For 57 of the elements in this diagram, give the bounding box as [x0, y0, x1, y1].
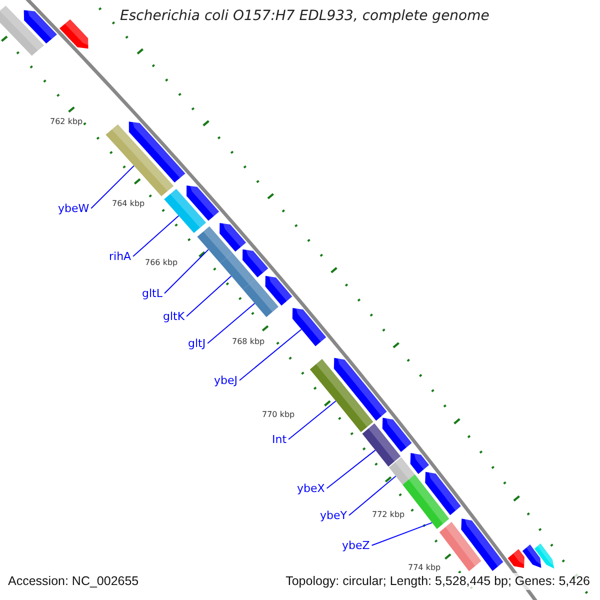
leader-line [326, 450, 376, 489]
gene-label: gltL [142, 288, 162, 300]
leader-line [186, 276, 232, 317]
leader-line [132, 215, 180, 257]
gene-block [362, 423, 401, 467]
leader-line [288, 400, 336, 440]
info-text: Accession: NC_002655 [6, 573, 141, 590]
scale-label: 768 kbp [232, 337, 265, 346]
leader-line [239, 328, 302, 381]
scale-label: 774 kbp [408, 563, 441, 572]
leader-line [348, 476, 396, 516]
gene-label: gltK [163, 311, 185, 323]
gene-block [382, 415, 412, 452]
gene-block [439, 522, 482, 572]
gene-block [522, 544, 544, 568]
gene-block [197, 226, 232, 264]
gene-block [243, 279, 279, 318]
gene-block [310, 358, 374, 432]
gene-label: ybeZ [342, 540, 370, 552]
info-text: Topology: circular; Length: 5,528,445 bp; Genes: 5,426 [284, 573, 592, 590]
gene-label: gltJ [188, 338, 206, 350]
leader-line [371, 522, 433, 546]
gene-block [402, 474, 450, 530]
gene-label: ybeY [320, 510, 347, 522]
leader-line [164, 249, 209, 294]
gene-block [186, 183, 220, 221]
gene-block [389, 457, 415, 485]
gene-block [0, 6, 44, 56]
title: Escherichia coli O157:H7 EDL933, complete genome [120, 8, 490, 24]
gene-label: ybeX [297, 483, 325, 495]
gene-block [106, 124, 174, 196]
scale-label: 764 kbp [112, 199, 145, 208]
gene-label: Int [272, 434, 287, 446]
gene-block [164, 188, 206, 233]
gene-block [292, 306, 326, 346]
gene-block [59, 19, 91, 49]
leader-line [207, 302, 256, 344]
gene-block [220, 220, 246, 252]
gene-label: ybeJ [214, 375, 238, 387]
gene-label: ybeW [58, 203, 90, 215]
gene-label: rihA [109, 251, 132, 263]
gene-block [508, 549, 527, 568]
gene-block [410, 450, 429, 474]
gene-block [128, 119, 186, 182]
gene-block [265, 274, 292, 306]
scale-label: 766 kbp [145, 258, 178, 267]
gene-block [461, 516, 504, 572]
gene-block [242, 247, 268, 278]
gene-block [334, 356, 387, 421]
scale-label: 770 kbp [262, 410, 295, 419]
scale-label: 762 kbp [50, 117, 83, 126]
gene-block [425, 470, 461, 516]
gene-block [24, 8, 57, 44]
gene-block [220, 252, 256, 290]
gene-block [534, 544, 556, 569]
leader-line [90, 165, 134, 209]
scale-label: 772 kbp [372, 510, 405, 519]
